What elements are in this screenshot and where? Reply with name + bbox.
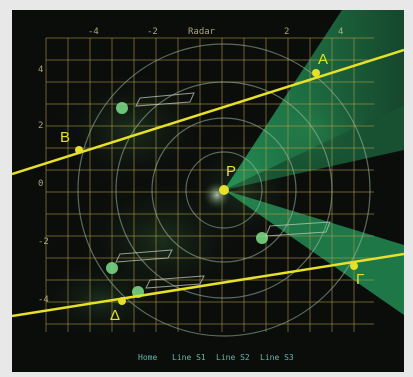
x-tick: -2 [147,27,158,37]
point-p-label: P [226,163,236,180]
y-tick: 0 [38,179,43,189]
point-gamma-marker [350,262,358,270]
range-rings [77,43,371,337]
x-tick: -4 [88,27,99,37]
point-a-label: A [318,51,328,68]
y-tick: -2 [38,237,49,247]
target-blip-icon [106,262,118,274]
point-b-label: B [60,129,70,146]
y-tick: 4 [38,65,43,75]
point-a-marker [312,69,320,77]
y-tick: 2 [38,121,43,131]
radar-title: Radar [188,27,216,37]
point-delta-label: Δ [110,307,120,324]
target-blip-icon [116,102,128,114]
center-glow [203,181,231,209]
status-line-s2: Line S2 [216,353,250,362]
status-home: Home [138,353,157,362]
point-p-marker [219,185,229,195]
y-tick: -4 [38,295,49,305]
radar-canvas: A B P Γ Δ Radar -4 -2 2 4 4 2 0 -2 -4 [12,10,404,372]
point-markers [75,69,358,305]
x-tick: 4 [338,27,343,37]
point-gamma-label: Γ [356,271,364,288]
status-line-s3: Line S3 [260,353,294,362]
point-delta-marker [118,297,126,305]
radar-display: A B P Γ Δ Radar -4 -2 2 4 4 2 0 -2 -4 [12,10,404,372]
target-blip-icon [256,232,268,244]
point-b-marker [75,146,83,154]
x-tick: 2 [284,27,289,37]
track-labels [115,92,331,289]
status-line-s1: Line S1 [172,353,206,362]
